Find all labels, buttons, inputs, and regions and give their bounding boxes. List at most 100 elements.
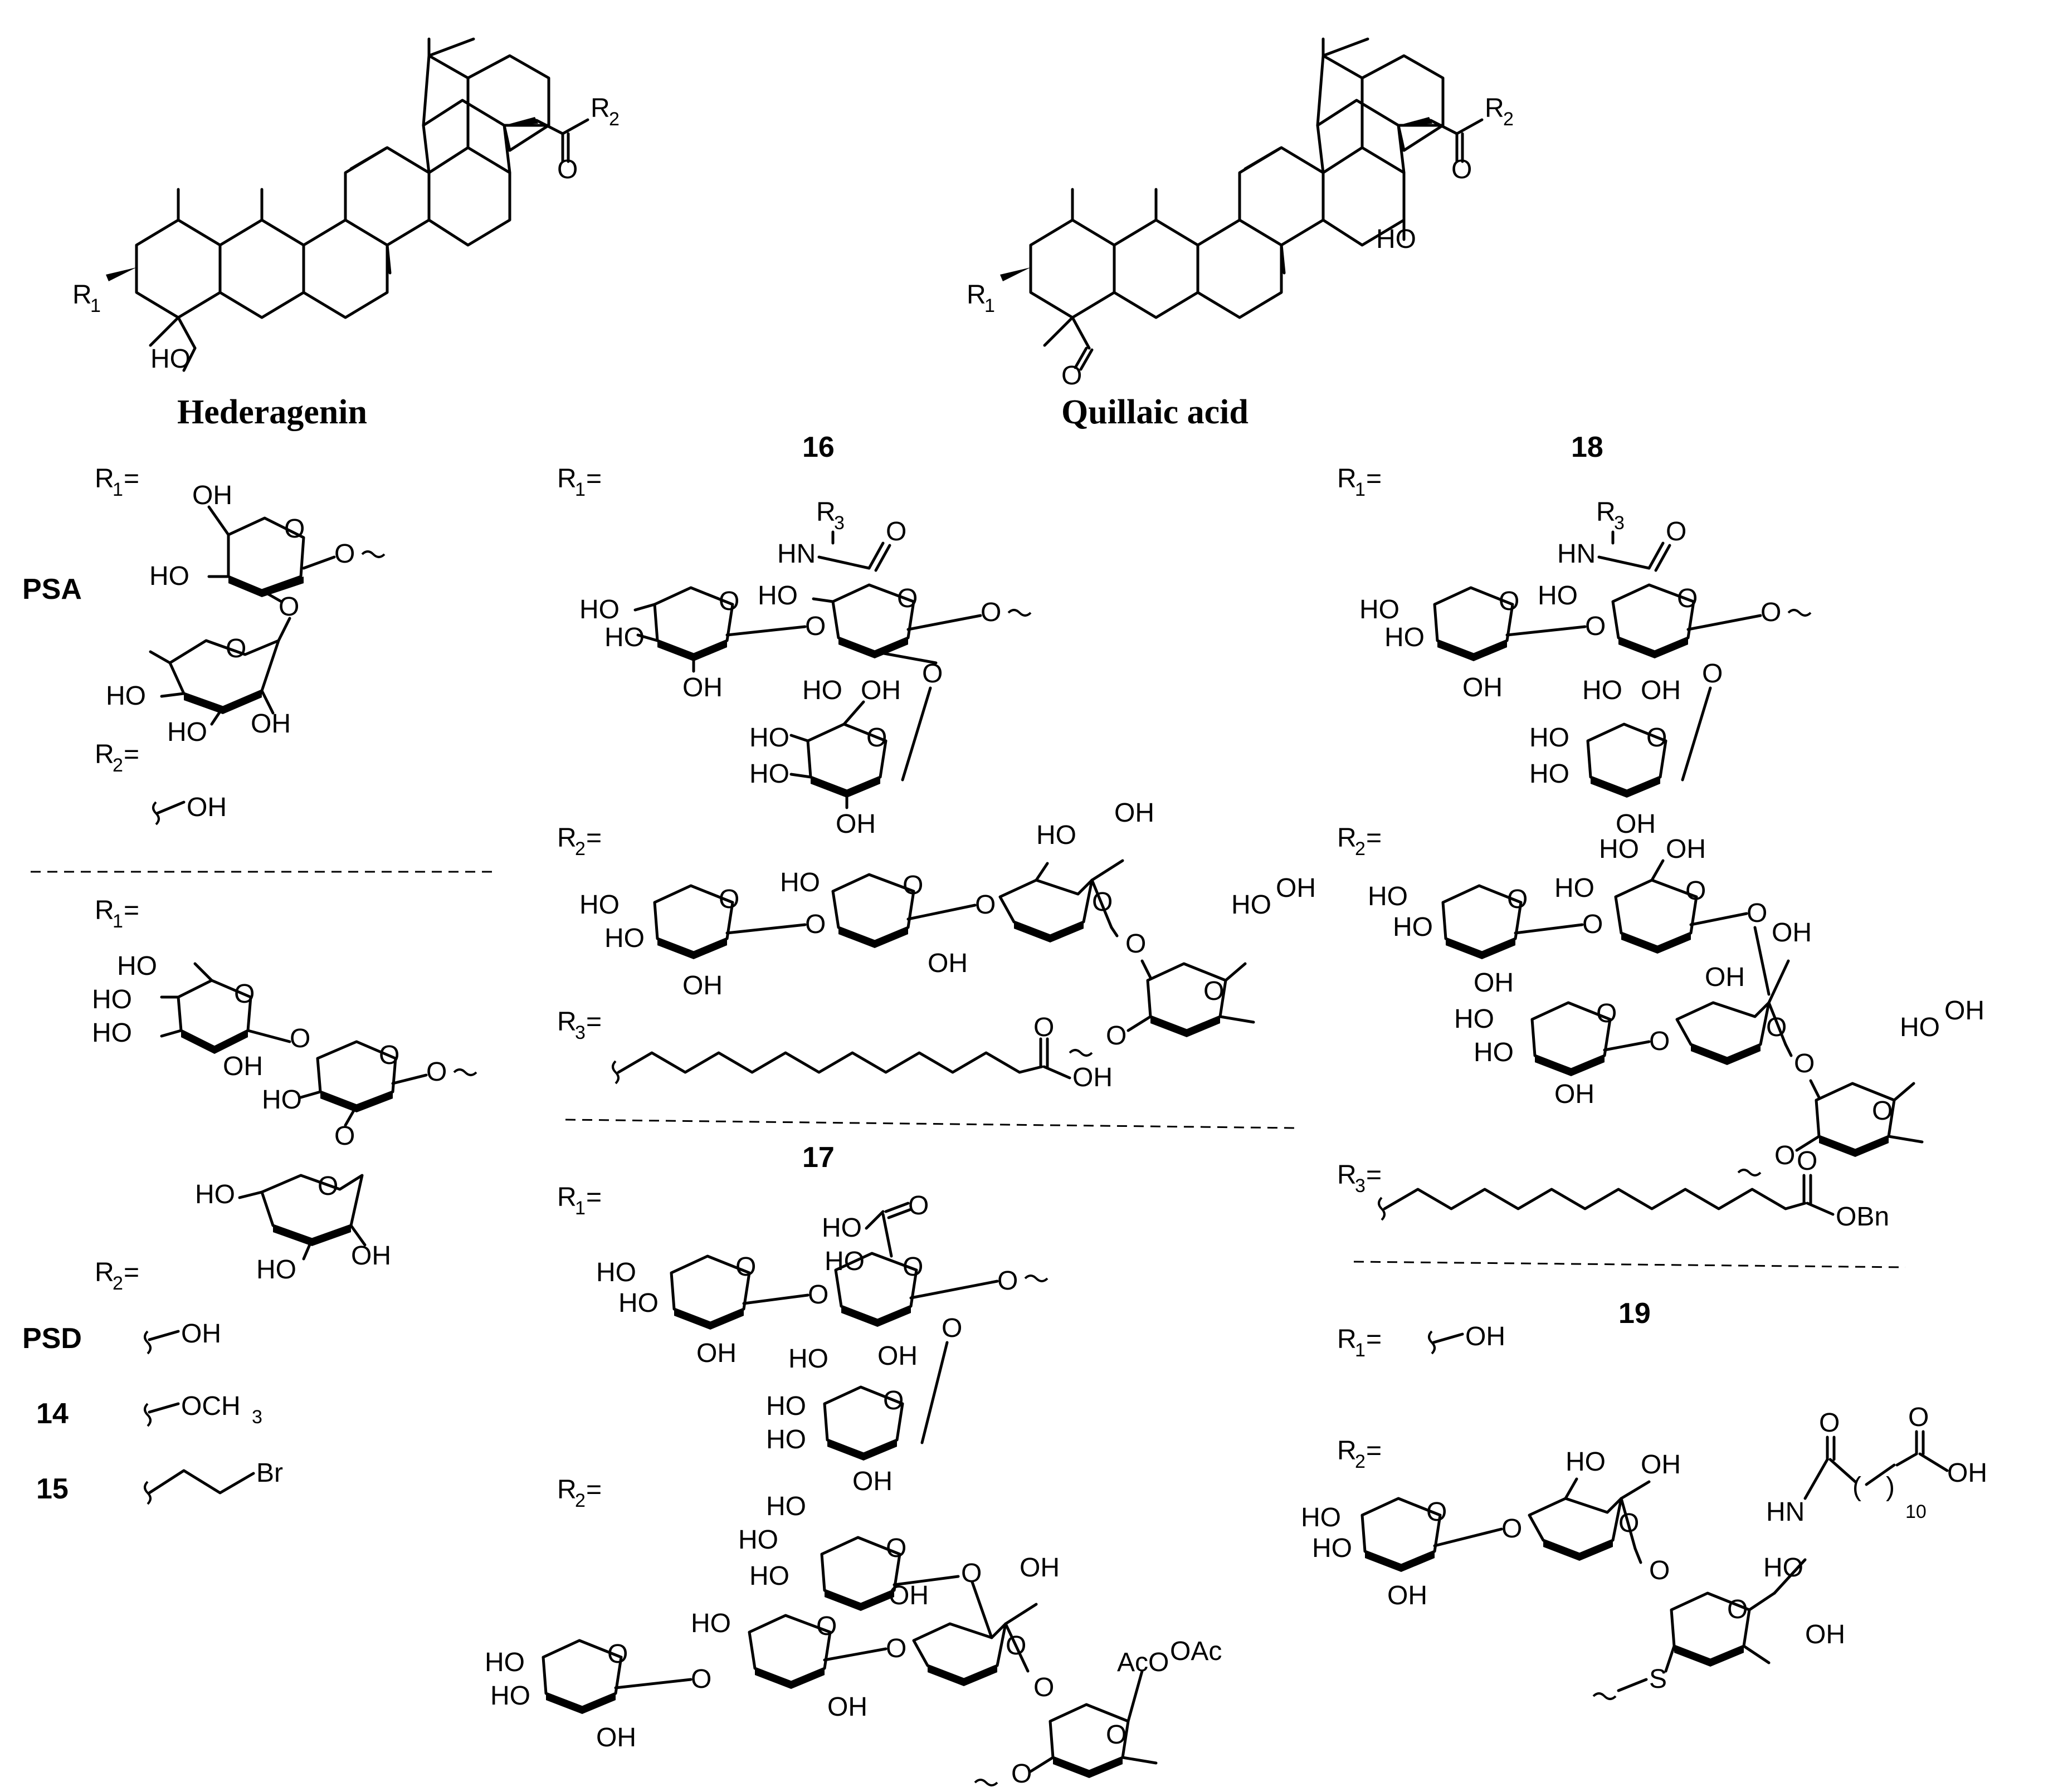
r3-subscript: 3 [1614,512,1625,534]
c18-r2-bridge-o3: O [1649,1027,1670,1056]
r3-label: R [1337,1160,1357,1190]
c16-gal-oh2: OH [836,809,876,839]
quillaic-r2-subscript: 2 [1503,109,1514,130]
equals-sign: = [586,1183,602,1212]
attachment-wavy-bond [144,1403,152,1427]
c19-xyl-oh: OH [1387,1581,1427,1610]
c17-r2-rha-ring-o: O [1106,1720,1127,1750]
hederagenin-ho-label: HO [150,344,191,374]
c19-paren-open: ( [1852,1472,1861,1502]
psd-glc-ho1: HO [117,951,157,981]
compound-label-16: 16 [802,431,835,463]
quillaic-r1-label: R [967,280,986,310]
r2-subscript: 2 [113,1273,123,1294]
c17-r2-xyl-ho1: HO [485,1648,525,1677]
c19-xyl-ring-o: O [1426,1497,1447,1527]
c17-r2-fuc-oh: OH [1020,1553,1060,1583]
c17-r2-glc-ring-o: O [886,1534,906,1563]
c18-hn-label: HN [1557,539,1596,569]
c18-glycosidic-o: O [1761,598,1781,627]
c18-r2-fuc-bridge-o: O [1794,1049,1815,1078]
r1-subscript: 1 [113,479,123,500]
compound-label-14: 14 [36,1398,69,1430]
quillaic-aldehyde-o: O [1061,361,1082,390]
c16-r2-fuc-ring-o: O [1092,887,1113,917]
c15-br-label: Br [256,1458,283,1488]
c19-hn-label: HN [1766,1497,1805,1527]
c19-xyl-ho1: HO [1301,1503,1341,1532]
r3-subscript: 3 [834,512,845,534]
quillaic-r2-label: R [1485,94,1504,123]
separator-right [1353,1261,1906,1268]
psd-xyl-ring-o: O [379,1041,399,1070]
c17-r2-oac-label: OAc [1170,1637,1222,1666]
attachment-wavy-bond [144,1330,152,1355]
compound-18-panel: 18 R 1 = R 3 HN O HO HO O OH O HO O O O … [1337,431,1984,1232]
c17-bridge-o: O [808,1280,828,1310]
c16-r2-fuc-ho: HO [1036,821,1076,850]
quillaic-acid-caption: Quillaic acid [1061,393,1249,431]
c16-r2-ester-o: O [1106,1021,1127,1051]
c19-bridge-o: O [1501,1514,1522,1544]
r2-label: R [95,1258,114,1287]
attachment-wavy-bond [1737,1169,1762,1176]
c18-gal-ho1: HO [1582,676,1622,705]
c19-sug-ho: HO [1763,1553,1803,1583]
quillaic-r1-subscript: 1 [984,295,995,316]
c18-r2-fuc-oh: OH [1772,918,1812,948]
c17-xyl-ring-o: O [735,1252,756,1282]
r3-subscript: 3 [575,1022,586,1043]
compound-16-panel: 16 R 1 = R 3 HN O HO HO O OH O HO O O O [557,431,1316,1092]
equals-sign: = [1366,823,1382,853]
r1-label: R [1337,1325,1357,1354]
hederagenin-r1-subscript: 1 [90,295,101,316]
c19-fuc-ho: HO [1566,1447,1606,1477]
r3-label: R [816,497,836,527]
equals-sign: = [586,1007,602,1037]
psd-bridge-o: O [290,1024,310,1053]
c16-glycosidic-o: O [981,598,1001,627]
c19-chain-subscript: 10 [1905,1501,1927,1522]
compound-label-psd: PSD [22,1322,82,1355]
r2-label: R [557,1475,577,1505]
c19-sug-ring-o: O [1727,1595,1748,1624]
c17-gal-ring-o: O [883,1386,904,1415]
psa-oh-label: OH [192,481,232,510]
c18-r2-glc-oh1: OH [1666,834,1706,864]
c18-r2-ester-o: O [1774,1141,1795,1170]
hederagenin-carbonyl-o: O [557,155,578,184]
c17-r2-glc-ho1: HO [766,1492,806,1521]
attachment-wavy-bond [1378,1197,1386,1221]
psd-bridge-o2: O [334,1121,355,1151]
c18-r2-xyl-oh: OH [1474,968,1514,998]
c19-acid-oh: OH [1947,1458,1987,1488]
c16-r2-xyl2-ring-o: O [903,871,923,900]
psd-rha-oh: OH [351,1241,391,1271]
c17-xyl-oh: OH [696,1339,737,1368]
psd-r1-panel: R 1 = HO HO HO O OH O HO O O O O HO HO O… [92,896,477,1285]
c18-r2-xyl2-ring-o: O [1596,999,1617,1028]
c17-r2-xyl-ring-o: O [607,1639,628,1669]
psa-r1-panel: R 1 = PSA OH HO O O O O HO HO OH [22,464,386,747]
psa-r2-panel: R 2 = OH [95,740,227,826]
r2-subscript: 2 [575,1490,586,1511]
psd-rha-ho1: HO [195,1180,235,1209]
attachment-wavy-bond [1787,609,1812,617]
compound-label-17: 17 [802,1141,835,1174]
r2-subscript: 2 [1355,838,1366,860]
c16-bridge-o: O [805,612,826,641]
hederagenin-r2-label: R [591,94,610,123]
psd-rha-ho2: HO [256,1255,296,1285]
c18-r2-xyl2-oh: OH [1554,1080,1594,1109]
c17-bridge-o2: O [942,1314,962,1343]
c17-r2-glc-ho2: HO [738,1525,778,1555]
c16-r2-xyl2-ho: HO [780,868,820,897]
equals-sign: = [124,740,139,769]
r2-subscript: 2 [113,755,123,776]
psd-glycosidic-o: O [426,1057,447,1087]
c14-och3-label: OCH [181,1391,241,1421]
hederagenin-r1-label: R [72,280,92,310]
psd-xyl-ho: HO [262,1085,302,1115]
c16-r3-carbonyl-o: O [1033,1013,1054,1042]
